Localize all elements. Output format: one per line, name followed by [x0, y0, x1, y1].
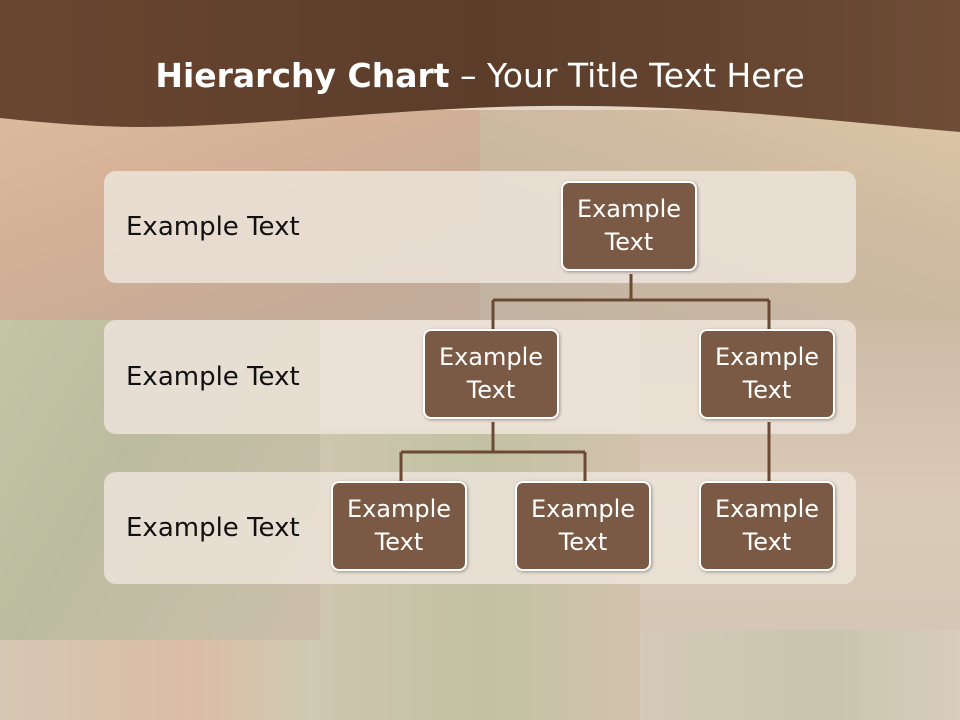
title-bold: Hierarchy Chart: [155, 56, 450, 95]
node-level2-left: Example Text: [423, 329, 559, 419]
level-label-2: Example Text: [126, 362, 300, 392]
node-level3-middle: Example Text: [515, 481, 651, 571]
node-root: Example Text: [561, 181, 697, 271]
level-label-3: Example Text: [126, 513, 300, 543]
level-band-1: Example Text: [104, 171, 856, 283]
node-level3-right-text: Example Text: [714, 495, 820, 556]
node-root-text: Example Text: [576, 195, 682, 256]
node-level3-right: Example Text: [699, 481, 835, 571]
node-level3-middle-text: Example Text: [530, 495, 636, 556]
node-level3-left-text: Example Text: [346, 495, 452, 556]
node-level2-right: Example Text: [699, 329, 835, 419]
node-level2-left-text: Example Text: [438, 343, 544, 404]
level-label-1: Example Text: [126, 212, 300, 242]
title-rest: – Your Title Text Here: [449, 56, 805, 95]
node-level2-right-text: Example Text: [714, 343, 820, 404]
slide-title: Hierarchy Chart – Your Title Text Here: [0, 54, 960, 98]
title-banner: [0, 0, 960, 132]
node-level3-left: Example Text: [331, 481, 467, 571]
